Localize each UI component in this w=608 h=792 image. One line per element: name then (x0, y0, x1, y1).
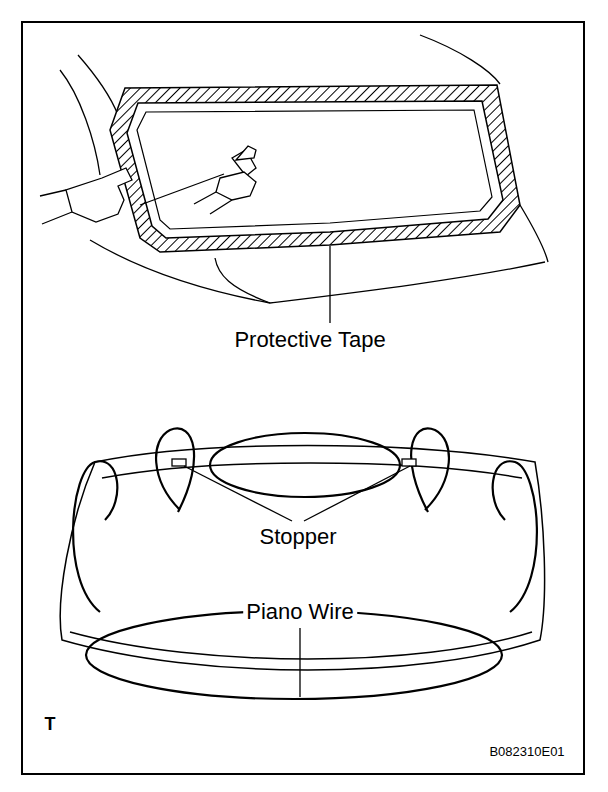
piano-wire (73, 428, 537, 699)
leader-line (184, 246, 410, 697)
stopper-symbol (402, 459, 416, 466)
windshield (60, 446, 544, 671)
part-label: Stopper (256, 524, 339, 549)
stopper-symbol (172, 459, 186, 466)
figure-code: B082310E01 (486, 745, 567, 760)
car-body (60, 35, 548, 303)
frame (22, 22, 584, 774)
part-label: Protective Tape (231, 327, 388, 352)
glass-edge (137, 110, 492, 229)
hands (40, 146, 256, 224)
part-label: Piano Wire (243, 599, 357, 624)
page-mark: T (42, 714, 59, 735)
protective-tape (110, 85, 520, 252)
